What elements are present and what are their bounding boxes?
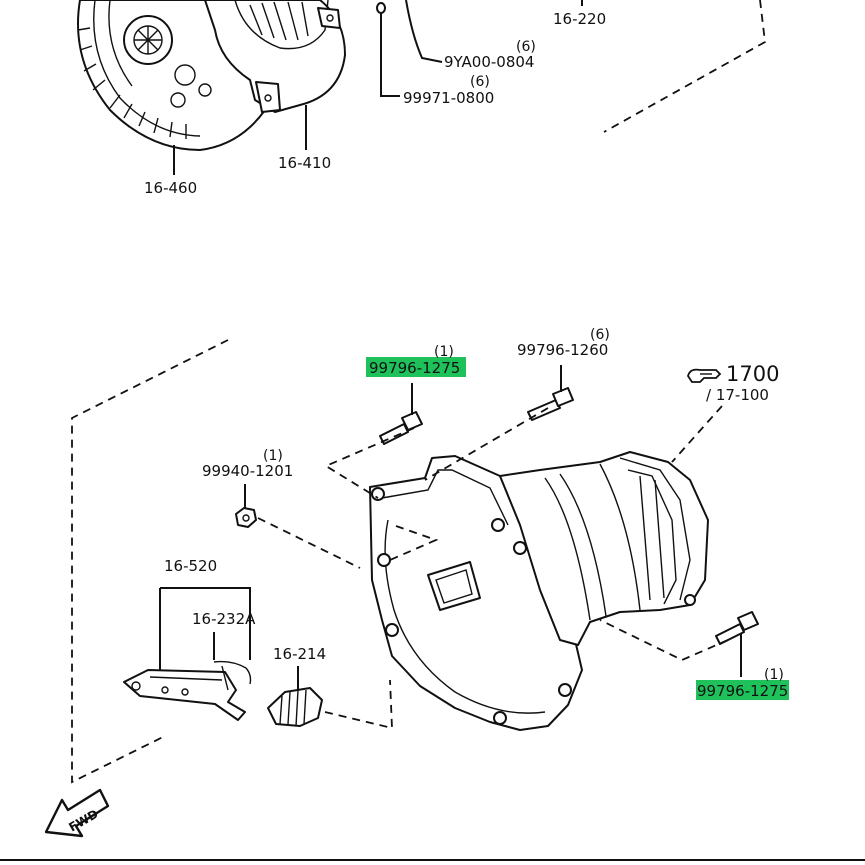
label-99971-0800: 99971-0800: [403, 89, 494, 107]
qty-99796-1275-top: (1): [434, 344, 454, 360]
label-16-460: 16-460: [144, 179, 197, 197]
retaining-spring[interactable]: [213, 660, 252, 691]
leader-lines-top: [173, 0, 766, 175]
highlight-top: [366, 357, 466, 377]
label-16-520: 16-520: [164, 557, 217, 575]
label-16-410: 16-410: [278, 154, 331, 172]
pointing-hand-icon: [687, 368, 722, 383]
label-99796-1260: 99796-1260: [517, 341, 608, 359]
label-99796-1275-top[interactable]: 99796-1275: [369, 359, 460, 377]
label-99940-1201: 99940-1201: [202, 462, 293, 480]
label-16-220: 16-220: [553, 10, 606, 28]
assembly-frame: [71, 339, 229, 784]
qty-99796-1260: (6): [590, 327, 610, 343]
clutch-cover[interactable]: [204, 0, 346, 113]
label-16-214: 16-214: [273, 645, 326, 663]
bolt-99796-1275-bottom-icon[interactable]: [715, 611, 759, 645]
label-99796-1275-bottom[interactable]: 99796-1275: [697, 682, 788, 700]
dust-boot[interactable]: [267, 687, 323, 727]
label-9ya00-0804: 9YA00-0804: [444, 53, 534, 71]
label-16-232a: 16-232A: [192, 610, 256, 628]
forward-arrow-icon: FWD: [44, 788, 110, 838]
qty-9ya00-0804: (6): [516, 39, 536, 55]
qty-99940-1201: (1): [263, 448, 283, 464]
bolt-99971-0800-icon[interactable]: [376, 2, 386, 14]
transmission-housing[interactable]: [369, 451, 709, 731]
leader-lines-bottom: [159, 365, 742, 730]
release-fork[interactable]: [123, 669, 246, 721]
qty-99971-0800: (6): [470, 74, 490, 90]
highlight-bottom: [696, 680, 789, 700]
nut-99940-1201-icon[interactable]: [235, 507, 257, 528]
label-1700: 1700: [726, 362, 779, 386]
label-17-100: / 17-100: [706, 386, 769, 404]
qty-99796-1275-bottom: (1): [764, 667, 784, 683]
